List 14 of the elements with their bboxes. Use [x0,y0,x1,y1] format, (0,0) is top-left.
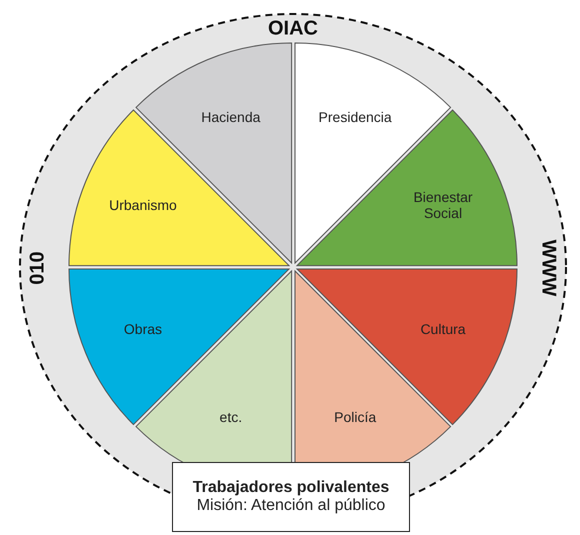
sector-label: etc. [218,409,244,426]
band-label: 010 [26,251,50,285]
info-box [172,462,410,532]
sector-label: Presidencia [318,108,393,125]
box-title: Trabajadores polivalentes [192,479,390,497]
box-text: Misión: Atención al público [196,497,386,515]
band-label: WWW [536,240,560,296]
band-label: OIAC [268,18,318,40]
sector-label: Policía [333,409,378,426]
sector-label: Urbanismo [108,196,178,213]
sector-label: Hacienda [200,108,262,125]
sector-label: Bienestar Social [412,188,474,221]
sector-label: Cultura [419,321,467,338]
sector-label: Obras [122,321,164,338]
